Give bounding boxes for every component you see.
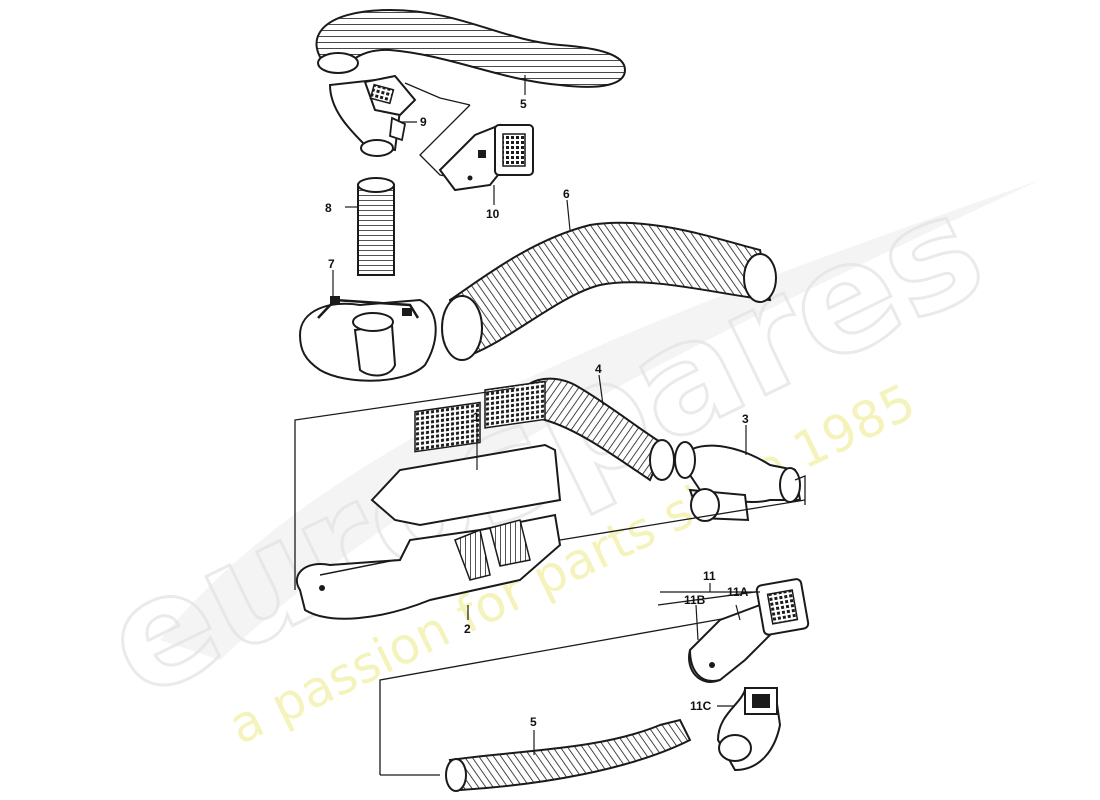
callout-8: 8 bbox=[325, 201, 332, 215]
hose-6 bbox=[441, 221, 777, 361]
callout-10: 10 bbox=[486, 207, 500, 221]
leader-lines bbox=[332, 75, 760, 755]
callout-11c: 11C bbox=[690, 699, 712, 713]
callout-5-top: 5 bbox=[520, 97, 527, 111]
watermark-swoosh bbox=[160, 180, 1040, 660]
t-piece-7 bbox=[298, 296, 437, 382]
callout-2: 2 bbox=[464, 622, 471, 636]
hose-5-top bbox=[315, 8, 627, 88]
hose-8 bbox=[357, 177, 395, 276]
callout-9: 9 bbox=[420, 115, 427, 129]
callout-3: 3 bbox=[742, 412, 749, 426]
callout-6: 6 bbox=[563, 187, 570, 201]
hose-5-bottom bbox=[445, 718, 692, 792]
callout-4: 4 bbox=[595, 362, 602, 376]
callout-11a: 11A bbox=[727, 585, 749, 599]
elbow-11c bbox=[716, 687, 782, 772]
callout-11b: 11B bbox=[684, 593, 706, 607]
callout-7: 7 bbox=[328, 257, 335, 271]
vent-11 bbox=[688, 578, 810, 683]
distributor-2 bbox=[295, 513, 562, 620]
callout-5-bottom: 5 bbox=[530, 715, 537, 729]
y-piece-3 bbox=[674, 441, 802, 522]
callouts: 5 9 10 8 6 7 4 1 3 2 11 11B 11A 11C 5 bbox=[325, 97, 749, 729]
vent-10 bbox=[438, 123, 534, 192]
callout-1: 1 bbox=[473, 410, 480, 424]
vent-assembly-1 bbox=[370, 380, 562, 527]
elbow-9 bbox=[328, 74, 417, 157]
callout-11: 11 bbox=[703, 569, 716, 583]
